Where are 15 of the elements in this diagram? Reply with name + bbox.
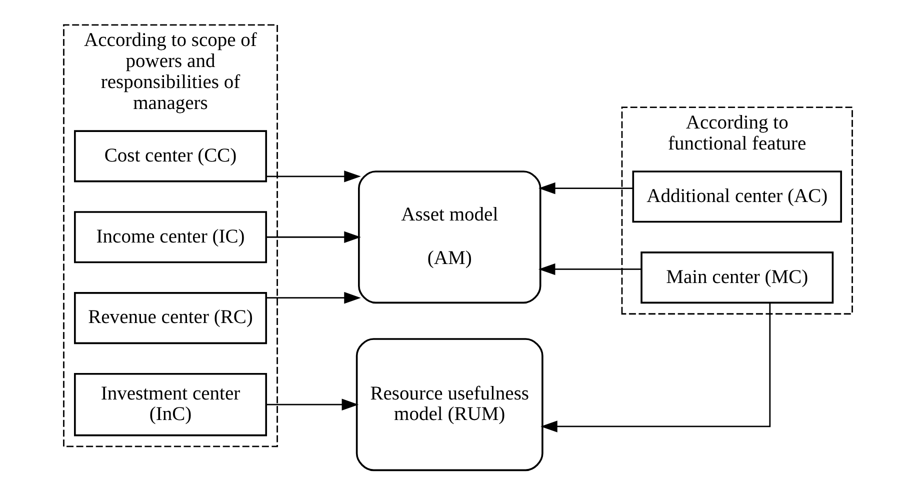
node-box: Cost center (CC) <box>74 130 267 182</box>
arrow <box>266 292 360 304</box>
arrow <box>266 231 360 243</box>
node-box: Resource usefulness model (RUM) <box>355 338 543 472</box>
node-box: Revenue center (RC) <box>74 292 267 344</box>
node-box: Investment center (InC) <box>74 372 267 436</box>
node-box: Asset model (AM) <box>358 170 541 304</box>
arrow <box>266 170 360 182</box>
arrow <box>266 398 358 410</box>
node-box: Main center (MC) <box>640 252 834 304</box>
arrow <box>538 182 632 194</box>
node-box: Additional center (AC) <box>632 170 842 223</box>
arrow <box>540 302 770 432</box>
node-box: Income center (IC) <box>74 211 267 264</box>
arrow <box>538 263 641 276</box>
